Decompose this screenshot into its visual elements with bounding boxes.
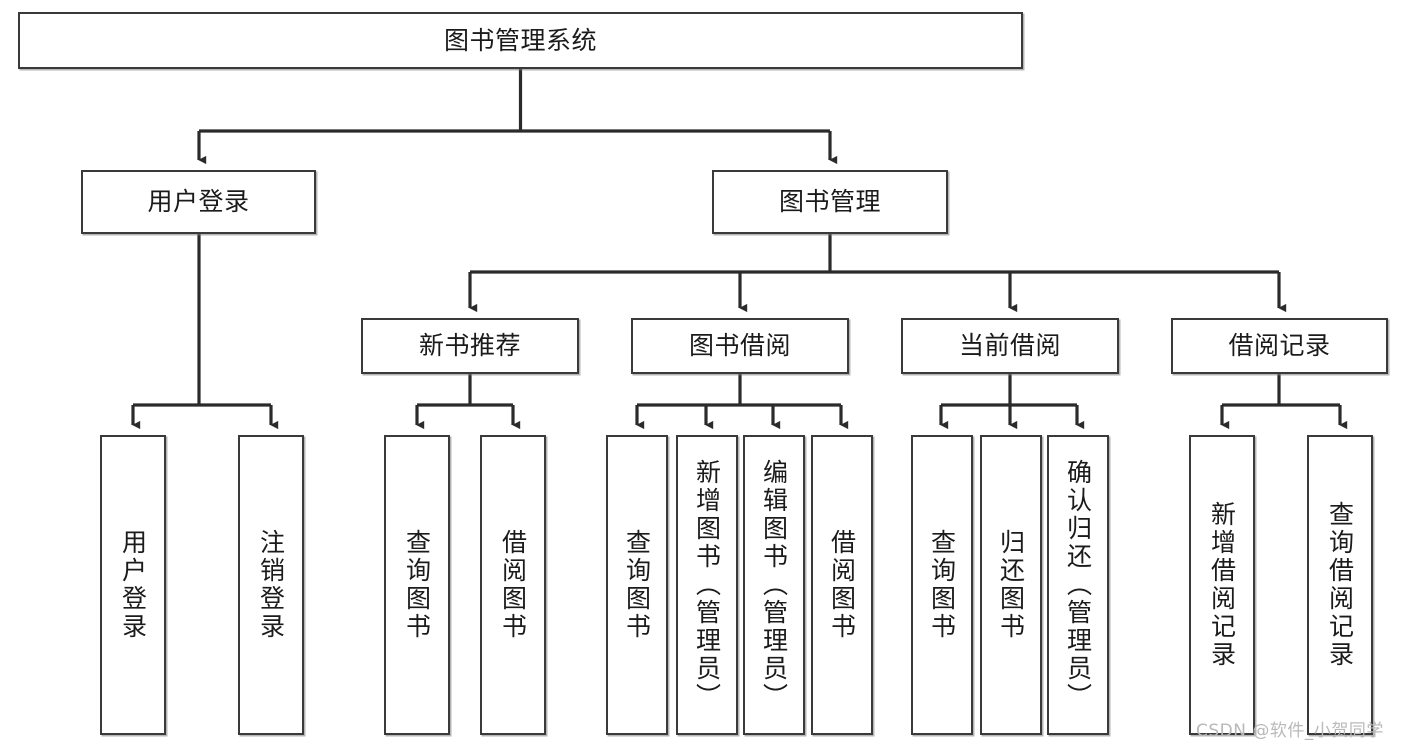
node-new-book-recommend[interactable]: 新书推荐 [361, 318, 579, 374]
node-label: 查询借阅记录 [1325, 501, 1355, 669]
node-label: 归还图书 [996, 529, 1026, 641]
leaf-record-add-record[interactable]: 新增借阅记录 [1189, 435, 1255, 735]
node-borrow-record[interactable]: 借阅记录 [1171, 318, 1388, 374]
leaf-user-login-signin[interactable]: 用户登录 [100, 435, 166, 735]
node-user-login[interactable]: 用户登录 [81, 170, 316, 234]
node-label: 确认归还（管理员） [1063, 459, 1093, 711]
leaf-borrow-add-book-admin[interactable]: 新增图书（管理员） [676, 435, 738, 735]
leaf-recommend-borrow-book[interactable]: 借阅图书 [480, 435, 546, 735]
node-book-management[interactable]: 图书管理 [712, 170, 948, 234]
node-label: 图书管理 [778, 187, 881, 217]
leaf-current-confirm-return-admin[interactable]: 确认归还（管理员） [1047, 435, 1109, 735]
node-label: 借阅图书 [498, 529, 528, 641]
node-label: 新书推荐 [418, 331, 521, 361]
leaf-record-query-record[interactable]: 查询借阅记录 [1307, 435, 1373, 735]
node-label: 新增借阅记录 [1207, 501, 1237, 669]
node-label: 借阅记录 [1228, 331, 1331, 361]
node-label: 用户登录 [118, 529, 148, 641]
node-current-borrow[interactable]: 当前借阅 [901, 318, 1119, 374]
node-label: 当前借阅 [958, 331, 1061, 361]
node-label: 借阅图书 [827, 529, 857, 641]
node-label: 编辑图书（管理员） [759, 459, 789, 711]
leaf-recommend-query-book[interactable]: 查询图书 [384, 435, 450, 735]
node-label: 用户登录 [147, 187, 250, 217]
leaf-borrow-borrow-book[interactable]: 借阅图书 [811, 435, 873, 735]
leaf-current-query-book[interactable]: 查询图书 [911, 435, 973, 735]
node-label: 注销登录 [256, 529, 286, 641]
node-label: 查询图书 [622, 529, 652, 641]
node-root-system[interactable]: 图书管理系统 [18, 12, 1023, 69]
leaf-current-return-book[interactable]: 归还图书 [980, 435, 1042, 735]
node-book-borrow[interactable]: 图书借阅 [631, 318, 849, 374]
node-label: 查询图书 [402, 529, 432, 641]
leaf-user-login-signout[interactable]: 注销登录 [238, 435, 304, 735]
node-label: 查询图书 [927, 529, 957, 641]
node-label: 图书借阅 [688, 331, 791, 361]
csdn-watermark: CSDN @软件_小贺同学 [1196, 721, 1384, 741]
leaf-borrow-query-book[interactable]: 查询图书 [606, 435, 668, 735]
node-label: 图书管理系统 [443, 25, 597, 55]
leaf-borrow-edit-book-admin[interactable]: 编辑图书（管理员） [743, 435, 805, 735]
node-label: 新增图书（管理员） [692, 459, 722, 711]
